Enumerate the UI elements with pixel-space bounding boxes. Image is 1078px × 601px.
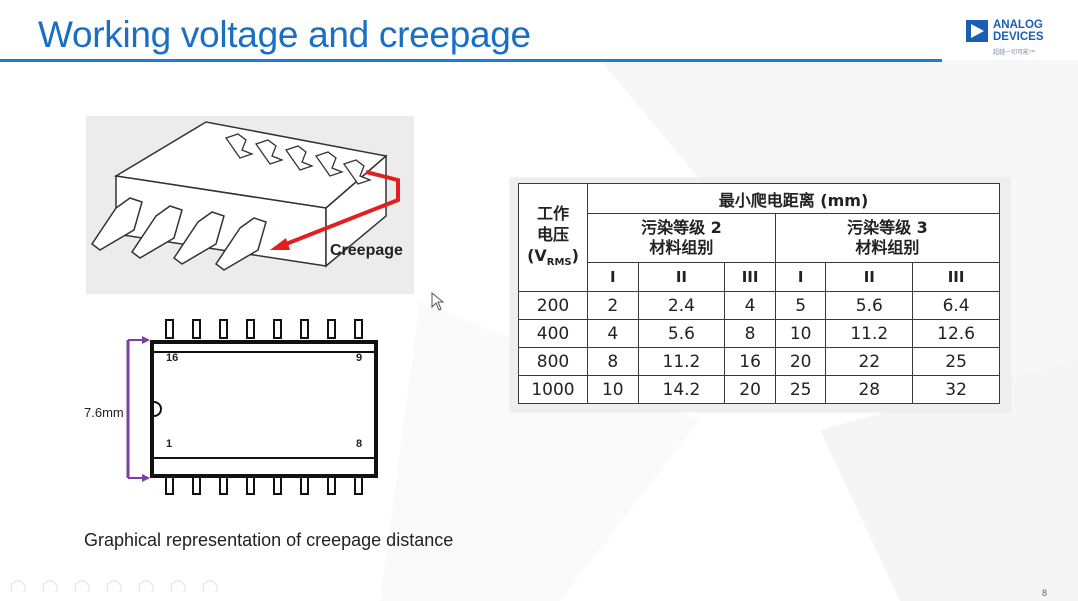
material-group-header: I <box>774 262 827 292</box>
logo-line1: ANALOG <box>993 19 1043 31</box>
material-group-header: III <box>912 262 1000 292</box>
mouse-pointer-icon <box>431 292 445 311</box>
logo-line2: DEVICES <box>993 31 1044 43</box>
pin-label-8: 8 <box>356 438 363 450</box>
pin-label-1: 1 <box>166 438 173 450</box>
logo-tagline: 超越一切可能™ <box>993 50 1036 56</box>
slideshow-controls[interactable] <box>10 578 220 592</box>
figure-caption: Graphical representation of creepage dis… <box>84 530 454 550</box>
working-voltage-header: 工作 电压 (VRMS) <box>518 183 588 292</box>
material-group-header: II <box>825 262 914 292</box>
dimension-label: 7.6mm <box>84 405 124 420</box>
material-group-header: I <box>587 262 639 292</box>
page-number: 8 <box>1042 588 1048 598</box>
min-creepage-header: 最小爬电距离 (mm) <box>587 183 1000 214</box>
logo-mark-icon <box>966 20 988 42</box>
package-3d-illustration: Creepage <box>86 116 414 294</box>
material-group-header: II <box>637 262 726 292</box>
creepage-label: Creepage <box>330 242 403 259</box>
title-underline <box>0 59 942 62</box>
package-3d-drawing <box>90 121 400 271</box>
material-group-header: III <box>724 262 776 292</box>
pin-label-9: 9 <box>356 352 363 364</box>
slide-title: Working voltage and creepage <box>38 14 531 55</box>
pin-label-16: 16 <box>166 352 179 364</box>
analog-devices-logo: ANALOG DEVICES 超越一切可能™ <box>966 18 1056 58</box>
soic-top-view-drawing <box>126 319 378 495</box>
